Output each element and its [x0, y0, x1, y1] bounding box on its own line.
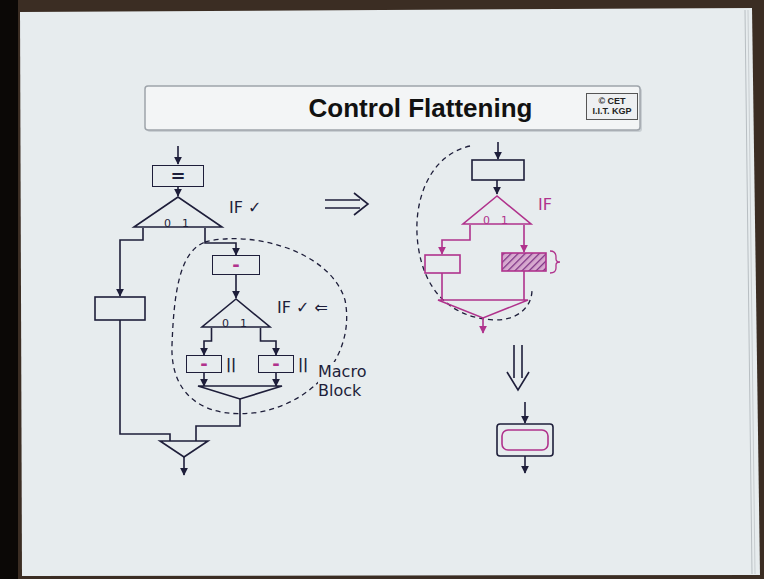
page-edge	[748, 10, 755, 574]
flow-connector	[205, 228, 236, 255]
merge-line	[275, 373, 277, 386]
decision-heading-slot: IF ✓	[229, 198, 261, 217]
merge-triangle	[198, 386, 282, 399]
decision-outline	[202, 299, 270, 327]
copyright-logo: © CET I.I.T. KGP	[590, 96, 634, 117]
branch-value: 1	[240, 317, 247, 330]
left-flowchart	[95, 146, 368, 475]
implies-arrow	[507, 372, 529, 390]
annotation-note-slot: Macro Block	[318, 362, 380, 400]
merge-triangle	[160, 441, 208, 457]
merge-triangle	[438, 300, 528, 318]
decision-heading: IF ✓	[229, 198, 261, 217]
exit-arrow	[482, 318, 484, 333]
decision-heading-slot: IF ✓ ⇐	[277, 298, 328, 317]
branch-value: 0	[164, 217, 171, 230]
branch-value-slot: 1	[501, 210, 508, 228]
box-mark: -	[272, 355, 279, 373]
process-box	[472, 160, 524, 180]
macro-block-outline	[417, 146, 532, 320]
slide-panel	[20, 8, 760, 576]
entry-arrow	[177, 146, 179, 164]
decision-triangle: IF ✓01	[133, 196, 223, 228]
branch-value-slot: 0	[164, 213, 171, 231]
hatched-box	[502, 253, 546, 271]
branch-value: 0	[222, 317, 229, 330]
branch-value: 1	[501, 214, 508, 227]
right-flowchart	[417, 142, 560, 473]
implies-arrow	[513, 345, 515, 378]
branch-value-slot: 1	[240, 313, 247, 331]
flow-connector	[235, 275, 237, 298]
merge-line	[203, 373, 205, 386]
implies-arrow	[521, 345, 523, 378]
parallel-mark: ||	[298, 356, 308, 372]
decision-outline	[462, 195, 532, 225]
box-mark: =	[170, 167, 185, 185]
decision-heading: IF ✓ ⇐	[277, 298, 328, 317]
branch-value-slot: 1	[182, 213, 189, 231]
branch-value-slot: 0	[222, 313, 229, 331]
decision-heading-slot: IF	[538, 195, 552, 214]
process-box: -	[258, 355, 294, 373]
copyright-logo-slot: © CET I.I.T. KGP	[586, 93, 638, 120]
slide-title: Control Flattening	[309, 93, 533, 124]
merge-line	[120, 320, 170, 441]
decision-heading: IF	[538, 195, 552, 214]
implies-arrow	[325, 199, 360, 201]
flattened-block-inner	[502, 430, 548, 450]
dark-edge	[0, 0, 18, 579]
branch-line	[523, 225, 525, 252]
branch-value: 1	[182, 217, 189, 230]
branch-line	[120, 228, 143, 296]
title-band	[145, 86, 640, 130]
parallel-mark-slot: ||	[226, 355, 236, 373]
box-mark: -	[200, 355, 207, 373]
parallel-mark: ||	[226, 356, 236, 372]
process-box: -	[212, 255, 260, 275]
decision-outline	[201, 298, 271, 328]
flow-connector	[204, 328, 212, 355]
parallel-mark-slot: ||	[298, 355, 308, 373]
merge-line	[523, 271, 525, 300]
process-box: =	[152, 165, 204, 187]
flow-connector	[177, 187, 179, 196]
title-slot: Control Flattening	[145, 86, 640, 130]
merge-line	[441, 273, 443, 300]
process-box: -	[186, 355, 222, 373]
entry-arrow	[524, 402, 526, 423]
exit-arrow	[183, 457, 185, 475]
decision-outline	[463, 196, 531, 224]
flattened-block	[497, 424, 553, 456]
brace	[550, 251, 560, 273]
branch-line	[442, 225, 470, 254]
box-mark: -	[232, 256, 239, 274]
process-box	[425, 255, 460, 273]
flow-line	[496, 180, 498, 194]
flow-connector	[261, 328, 277, 355]
implies-arrow	[354, 193, 368, 215]
annotation-note: Macro Block	[318, 362, 380, 400]
entry-arrow	[497, 142, 499, 159]
decision-outline	[133, 196, 223, 228]
exit-arrow	[524, 456, 526, 473]
decision-outline	[134, 197, 222, 227]
branch-value-slot: 0	[483, 210, 490, 228]
decision-triangle: IF01	[462, 195, 532, 225]
page-edge	[745, 10, 752, 574]
process-box	[95, 297, 145, 320]
implies-arrow	[325, 207, 360, 209]
decision-triangle: IF ✓ ⇐01	[201, 298, 271, 328]
branch-value: 0	[483, 214, 490, 227]
